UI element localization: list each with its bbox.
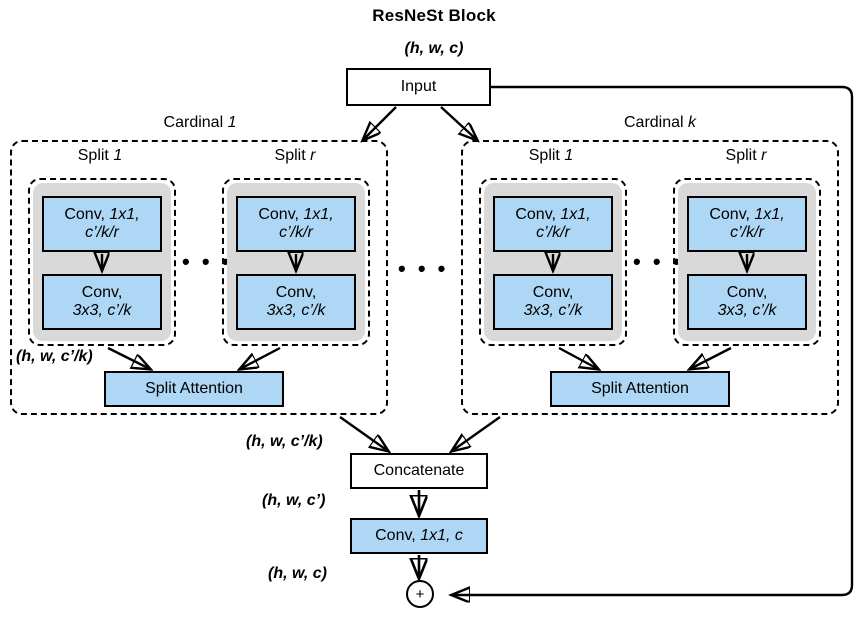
- split-caption-prefix: Split: [528, 147, 565, 164]
- cardinal-1-split-1-caption: Split 1: [45, 147, 155, 165]
- cardinal-1-split-r-conv1[interactable]: Conv, 1x1, c’/k/r: [236, 196, 356, 252]
- cardinal-1-split-1-group: [28, 178, 176, 346]
- cardinal-1-split-1-conv2[interactable]: Conv, 3x3, c’/k: [42, 274, 162, 330]
- cardinal-k-split-1-conv1[interactable]: Conv, 1x1, c’/k/r: [493, 196, 613, 252]
- conv1-text-a: Conv,: [64, 206, 110, 224]
- sum-node[interactable]: +: [406, 580, 434, 608]
- cardinal-k-split-r-conv2[interactable]: Conv, 3x3, c’/k: [687, 274, 807, 330]
- concat-dim-label: (h, w, c’/k): [246, 433, 323, 450]
- concatenate-label: Concatenate: [373, 462, 465, 480]
- split-caption-prefix: Split: [77, 147, 114, 164]
- cardinal-1-caption: Cardinal 1: [130, 114, 270, 132]
- wire-cardinal-k-to-concat: [452, 416, 501, 451]
- conv1-text-c: c’/k/r: [279, 224, 313, 241]
- cardinal-1-split-r-conv2[interactable]: Conv, 3x3, c’/k: [236, 274, 356, 330]
- conv1-text-a: Conv,: [709, 206, 755, 224]
- wire-input-to-cardinal-1: [363, 106, 397, 140]
- split-caption-index: r: [310, 147, 316, 164]
- cardinal-k-split-1-caption: Split 1: [496, 147, 606, 165]
- conv2-text-a: Conv,: [275, 284, 317, 302]
- conv1-text-c: c’/k/r: [730, 224, 764, 241]
- concatenate-block[interactable]: Concatenate: [350, 453, 488, 489]
- conv1-text-a: Conv,: [515, 206, 561, 224]
- split-caption-index: 1: [564, 147, 574, 164]
- cardinal-k-split-r-caption: Split r: [691, 147, 801, 165]
- split-caption-index: r: [761, 147, 767, 164]
- input-dim-label: (h, w, c): [404, 40, 464, 57]
- cardinal-1-group: [10, 140, 388, 415]
- cardinal-k-caption: Cardinal k: [590, 114, 730, 132]
- cardinal-k-split-attention[interactable]: Split Attention: [550, 371, 730, 407]
- final-conv-text-a: Conv,: [375, 527, 421, 545]
- conv2-text-b: 3x3, c’/k: [717, 302, 777, 319]
- page-title: ResNeSt Block: [372, 6, 496, 25]
- input-block[interactable]: Input: [346, 68, 491, 106]
- conv2-text-b: 3x3, c’/k: [72, 302, 132, 319]
- conv1-text-a: Conv,: [258, 206, 304, 224]
- cardinal-1-split-attention[interactable]: Split Attention: [104, 371, 284, 407]
- conv2-text-a: Conv,: [532, 284, 574, 302]
- cardinal-1-splits-ellipsis: • • •: [182, 249, 233, 274]
- cardinal-1-split-1-conv1[interactable]: Conv, 1x1, c’/k/r: [42, 196, 162, 252]
- cardinal-1-split-r-caption: Split r: [240, 147, 350, 165]
- conv1-text-b: 1x1,: [754, 206, 785, 224]
- final-conv-block[interactable]: Conv, 1x1, c: [350, 518, 488, 554]
- conv2-text-b: 3x3, c’/k: [523, 302, 583, 319]
- final-conv-text-b: 1x1, c: [420, 527, 463, 545]
- conv2-text-a: Conv,: [81, 284, 123, 302]
- final-conv-dim-label: (h, w, c’): [262, 492, 326, 509]
- conv2-text-a: Conv,: [726, 284, 768, 302]
- plus-icon: +: [415, 585, 425, 603]
- cardinal-1-caption-prefix: Cardinal: [163, 114, 228, 131]
- cardinal-k-split-r-conv1[interactable]: Conv, 1x1, c’/k/r: [687, 196, 807, 252]
- conv1-text-c: c’/k/r: [536, 224, 570, 241]
- input-block-label: Input: [400, 78, 437, 96]
- split-caption-prefix: Split: [274, 147, 311, 164]
- wire-cardinal-1-to-concat: [339, 416, 388, 451]
- conv1-text-b: 1x1,: [560, 206, 591, 224]
- split-attention-label: Split Attention: [145, 380, 243, 398]
- cardinals-ellipsis: • • •: [398, 256, 449, 281]
- cardinal-k-caption-prefix: Cardinal: [623, 114, 689, 131]
- sum-dim-label: (h, w, c): [268, 565, 327, 582]
- split-attention-label: Split Attention: [591, 380, 689, 398]
- conv1-text-b: 1x1,: [109, 206, 140, 224]
- split-caption-index: 1: [113, 147, 123, 164]
- cardinal-k-caption-index: k: [688, 114, 697, 131]
- cardinal-1-split-r-group: [222, 178, 370, 346]
- split-caption-prefix: Split: [725, 147, 762, 164]
- conv1-text-c: c’/k/r: [85, 224, 119, 241]
- conv1-text-b: 1x1,: [303, 206, 334, 224]
- cardinal-k-split-1-conv2[interactable]: Conv, 3x3, c’/k: [493, 274, 613, 330]
- cardinal-k-splits-ellipsis: • • •: [633, 249, 684, 274]
- wire-input-to-cardinal-k: [440, 106, 477, 140]
- conv2-text-b: 3x3, c’/k: [266, 302, 326, 319]
- cardinal-1-caption-index: 1: [227, 114, 237, 131]
- cardinal-1-dim-label: (h, w, c’/k): [16, 348, 93, 365]
